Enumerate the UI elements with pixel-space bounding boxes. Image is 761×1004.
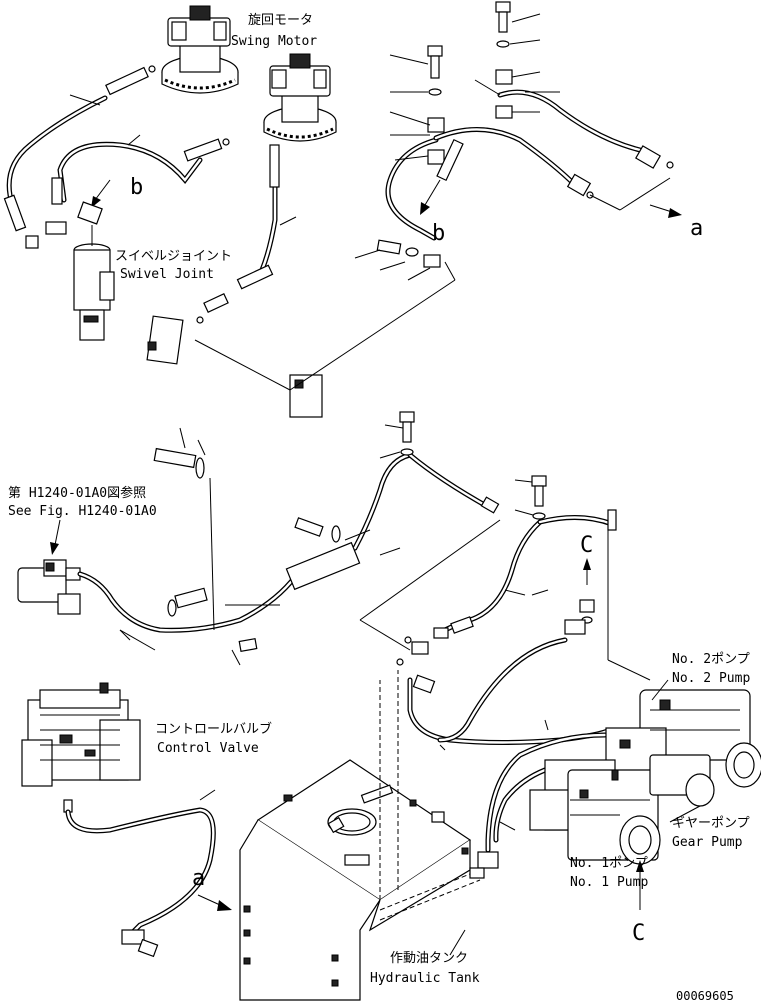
hydraulic-tank-label-en: Hydraulic Tank (370, 971, 480, 986)
ref-fig-label-jp: 第 H1240-01A0図参照 (8, 485, 146, 501)
gear-pump-label-en: Gear Pump (672, 835, 743, 850)
marker-a-top: a (690, 216, 703, 241)
swing-motor-label-en: Swing Motor (231, 34, 317, 49)
no1-pump-label-jp: No. 1ポンプ (570, 856, 648, 871)
tank-hoses (407, 637, 613, 879)
hydraulic-tank (239, 670, 481, 1001)
swing-valve-block (146, 261, 456, 418)
marker-b-right: b (432, 221, 445, 246)
no2-pump-label-en: No. 2 Pump (672, 671, 750, 686)
control-valve-label-jp: コントロールバルブ (155, 721, 272, 737)
marker-c-bottom: C (632, 921, 645, 946)
gear-pump-label-jp: ギヤーポンプ (672, 816, 750, 831)
swing-motor-label-jp: 旋回モータ (248, 13, 313, 28)
swivel-joint-label-en: Swivel Joint (120, 267, 214, 282)
no1-pump-label-en: No. 1 Pump (570, 875, 648, 890)
lower-fittings (396, 616, 586, 694)
marker-a-bottom: a (192, 866, 205, 891)
marker-b-left: b (130, 175, 143, 200)
swing-hoses (3, 65, 297, 324)
control-valve-hose (65, 789, 216, 958)
marker-c-mid: C (580, 533, 593, 558)
swivel-joint (25, 201, 115, 341)
swing-motor-right (263, 53, 337, 142)
ref-fig-label-en: See Fig. H1240-01A0 (8, 504, 157, 519)
pump-assembly (529, 689, 761, 865)
swivel-joint-label-jp: スイベルジョイント (115, 249, 232, 264)
pilot-valve-assembly (17, 559, 81, 615)
drawing-number: 00069605 (676, 989, 734, 1003)
control-valve-label-en: Control Valve (157, 741, 259, 756)
top-right-fittings (354, 1, 674, 281)
hydraulic-tank-label-jp: 作動油タンク (390, 951, 468, 966)
no2-pump-label-jp: No. 2ポンプ (672, 652, 750, 667)
control-valve (21, 682, 141, 813)
swing-motor-left (161, 5, 239, 94)
